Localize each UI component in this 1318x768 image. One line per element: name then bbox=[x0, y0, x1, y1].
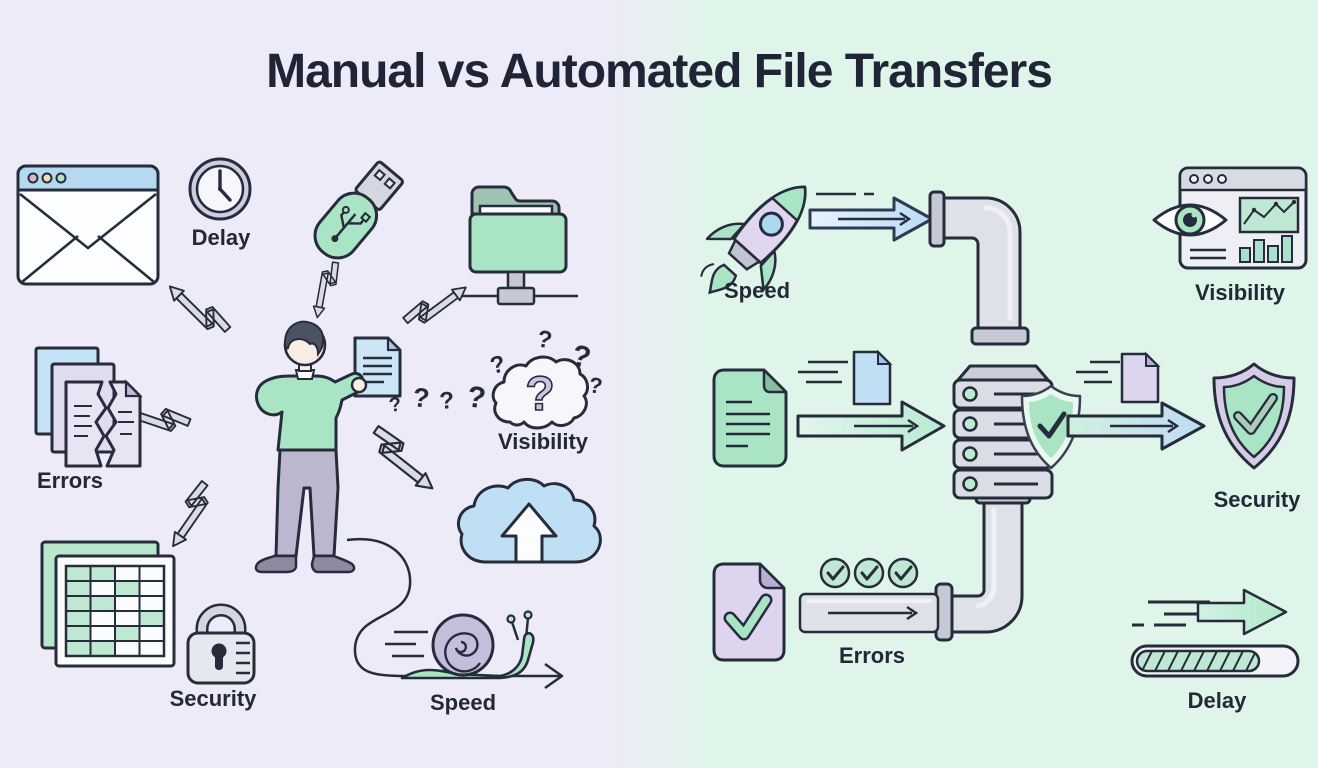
question-cloud-icon: ? bbox=[491, 355, 589, 430]
automated-delay-label: Delay bbox=[1187, 688, 1247, 713]
pipe-elbow-top-icon bbox=[928, 190, 1030, 346]
manual-security-label: Security bbox=[169, 686, 257, 711]
pipeline-icon bbox=[798, 592, 940, 634]
delay-fast-arrow-icon bbox=[1132, 588, 1288, 636]
manual-delay-label: Delay bbox=[191, 225, 251, 250]
checkmark-document-icon bbox=[712, 562, 786, 662]
usb-drive-icon bbox=[313, 160, 404, 260]
svg-text:?: ? bbox=[388, 393, 403, 416]
check-circles-icon bbox=[819, 557, 919, 589]
green-document-icon bbox=[712, 368, 788, 468]
snail-icon bbox=[385, 610, 535, 680]
person-holding-document-icon bbox=[254, 320, 402, 574]
clock-icon bbox=[188, 157, 252, 221]
manual-speed-label: Speed bbox=[429, 690, 497, 715]
winding-path-arrow-icon bbox=[346, 537, 564, 690]
manual-visibility-label: Visibility bbox=[497, 429, 589, 454]
rocket-icon bbox=[700, 185, 807, 295]
pipe-elbow-bottom-icon bbox=[934, 486, 1032, 642]
email-window-icon bbox=[16, 164, 160, 286]
automated-visibility-label: Visibility bbox=[1194, 280, 1286, 305]
svg-text:?: ? bbox=[488, 350, 508, 379]
spreadsheet-icon bbox=[40, 540, 176, 668]
progress-bar-icon bbox=[1130, 644, 1300, 678]
flying-lavender-document-icon bbox=[1076, 351, 1161, 404]
security-shield-check-icon bbox=[1212, 362, 1296, 470]
svg-text:?: ? bbox=[535, 325, 554, 354]
page-title: Manual vs Automated File Transfers bbox=[266, 45, 1053, 98]
svg-text:?: ? bbox=[411, 382, 431, 414]
svg-text:?: ? bbox=[587, 372, 604, 399]
broken-documents-icon bbox=[34, 346, 143, 468]
dashboard-window-eye-icon bbox=[1152, 166, 1308, 270]
svg-text:?: ? bbox=[439, 387, 456, 415]
manual-errors-label: Errors bbox=[36, 468, 104, 493]
server-shield-check-icon bbox=[1020, 384, 1082, 470]
flying-blue-document-icon bbox=[798, 349, 893, 406]
fast-arrow-icon bbox=[808, 192, 934, 242]
automated-errors-label: Errors bbox=[838, 643, 906, 668]
padlock-icon bbox=[186, 603, 256, 685]
automated-security-label: Security bbox=[1213, 487, 1301, 512]
question-marks-icon: ? ? ? ? ? ? ? ? bbox=[388, 325, 604, 417]
svg-text:?: ? bbox=[465, 380, 488, 415]
automated-speed-label: Speed bbox=[723, 278, 791, 303]
upload-cloud-icon bbox=[457, 478, 602, 564]
server-stack-icon bbox=[952, 364, 1054, 500]
svg-text:?: ? bbox=[525, 368, 554, 421]
green-arrow-icon bbox=[796, 400, 946, 452]
network-folder-icon bbox=[460, 185, 578, 306]
mint-blue-arrow-icon bbox=[1066, 401, 1206, 451]
